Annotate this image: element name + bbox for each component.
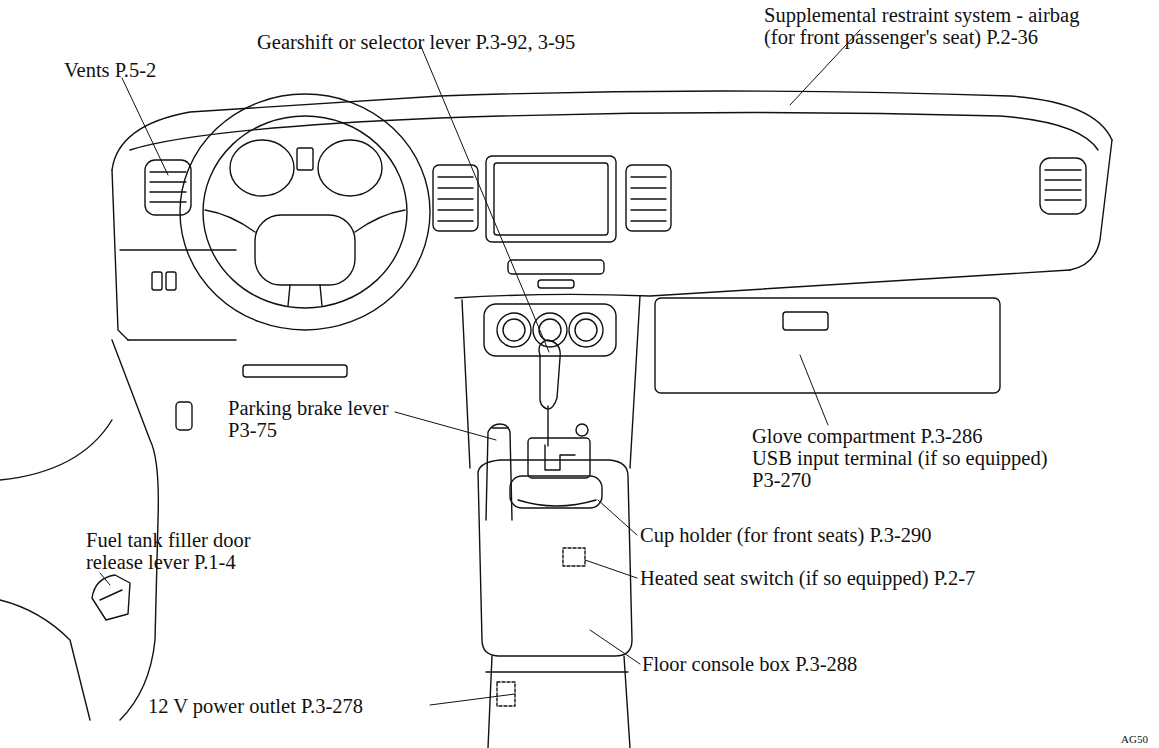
- cup-holder-inner: [518, 500, 596, 506]
- shift-lock-button: [576, 424, 588, 436]
- figure-code: AG50: [1121, 733, 1159, 746]
- fuel-door-lever: [92, 575, 130, 620]
- switch: [152, 272, 162, 290]
- hazard-slot: [508, 260, 604, 274]
- parking-brake-button: [492, 427, 508, 428]
- dashboard-top: [112, 91, 1112, 170]
- dashboard-edge: [130, 112, 1098, 150]
- leader-line: [598, 500, 637, 535]
- vent-frame: [626, 165, 671, 231]
- climate-knob: [533, 313, 567, 347]
- callout-label: Vents P.5-2: [64, 59, 284, 81]
- steering-wheel-inner: [203, 116, 407, 308]
- climate-knob: [497, 313, 531, 347]
- gauge-display: [297, 148, 313, 170]
- lower-trim: [243, 365, 347, 377]
- callout-label: Fuel tank filler door release lever P.1-…: [86, 529, 276, 573]
- glove-box-handle: [783, 312, 828, 330]
- vent-frame: [145, 160, 191, 215]
- gear-knob: [539, 340, 560, 409]
- climate-panel: [484, 304, 616, 356]
- vent-slats: [438, 177, 473, 221]
- cup-holder: [510, 476, 602, 508]
- switch: [166, 272, 176, 290]
- hazard-button: [538, 280, 574, 288]
- climate-knob: [503, 319, 525, 341]
- climate-knob: [539, 319, 561, 341]
- leader-line: [100, 573, 110, 585]
- climate-knob: [569, 313, 603, 347]
- shift-gate-slot: [545, 445, 575, 470]
- vent-slats: [1045, 170, 1081, 200]
- fuel-door-lever-detail: [100, 590, 122, 600]
- leader-line: [430, 694, 515, 705]
- heated-seat-switch: [563, 548, 585, 566]
- steering-spoke: [205, 210, 405, 306]
- dashboard-left-end: [112, 170, 128, 340]
- leader-line: [395, 412, 496, 440]
- callout-label: Supplemental restraint system - airbag (…: [764, 4, 1099, 48]
- gauge: [230, 140, 294, 196]
- gear-shaft: [547, 406, 548, 446]
- glove-box: [655, 298, 1000, 393]
- leader-line: [122, 78, 168, 175]
- callout-label: Cup holder (for front seats) P.3-290: [640, 524, 1020, 546]
- console-box: [478, 460, 632, 656]
- rear-console: [486, 656, 630, 748]
- callout-label: Parking brake lever P3-75: [228, 397, 413, 441]
- vent-frame: [433, 165, 478, 231]
- callout-label: Floor console box P.3-288: [642, 653, 962, 675]
- callout-label: Gearshift or selector lever P.3-92, 3-95: [257, 31, 677, 53]
- leader-line: [420, 44, 549, 352]
- leader-line: [800, 355, 828, 425]
- callout-label: USB input terminal (if so equipped) P3-2…: [752, 447, 1067, 491]
- dashboard-right-end: [1070, 140, 1112, 270]
- leader-line: [590, 630, 640, 664]
- vent-slats: [150, 172, 186, 202]
- leader-line: [585, 560, 637, 578]
- steering-hub: [255, 215, 355, 285]
- callout-label: Heated seat switch (if so equipped) P.2-…: [640, 567, 1060, 589]
- gauge: [318, 140, 382, 196]
- shift-gate: [528, 438, 590, 478]
- display-screen: [486, 156, 616, 242]
- vent-slats: [631, 177, 666, 221]
- climate-knob: [575, 319, 597, 341]
- vent-frame: [1040, 158, 1086, 214]
- display-glass: [494, 163, 608, 235]
- door-handle: [176, 402, 192, 430]
- callout-label: 12 V power outlet P.3-278: [148, 695, 468, 717]
- console-side: [462, 296, 640, 468]
- steering-wheel: [180, 94, 430, 330]
- callout-label: Glove compartment P.3-286: [752, 425, 1092, 447]
